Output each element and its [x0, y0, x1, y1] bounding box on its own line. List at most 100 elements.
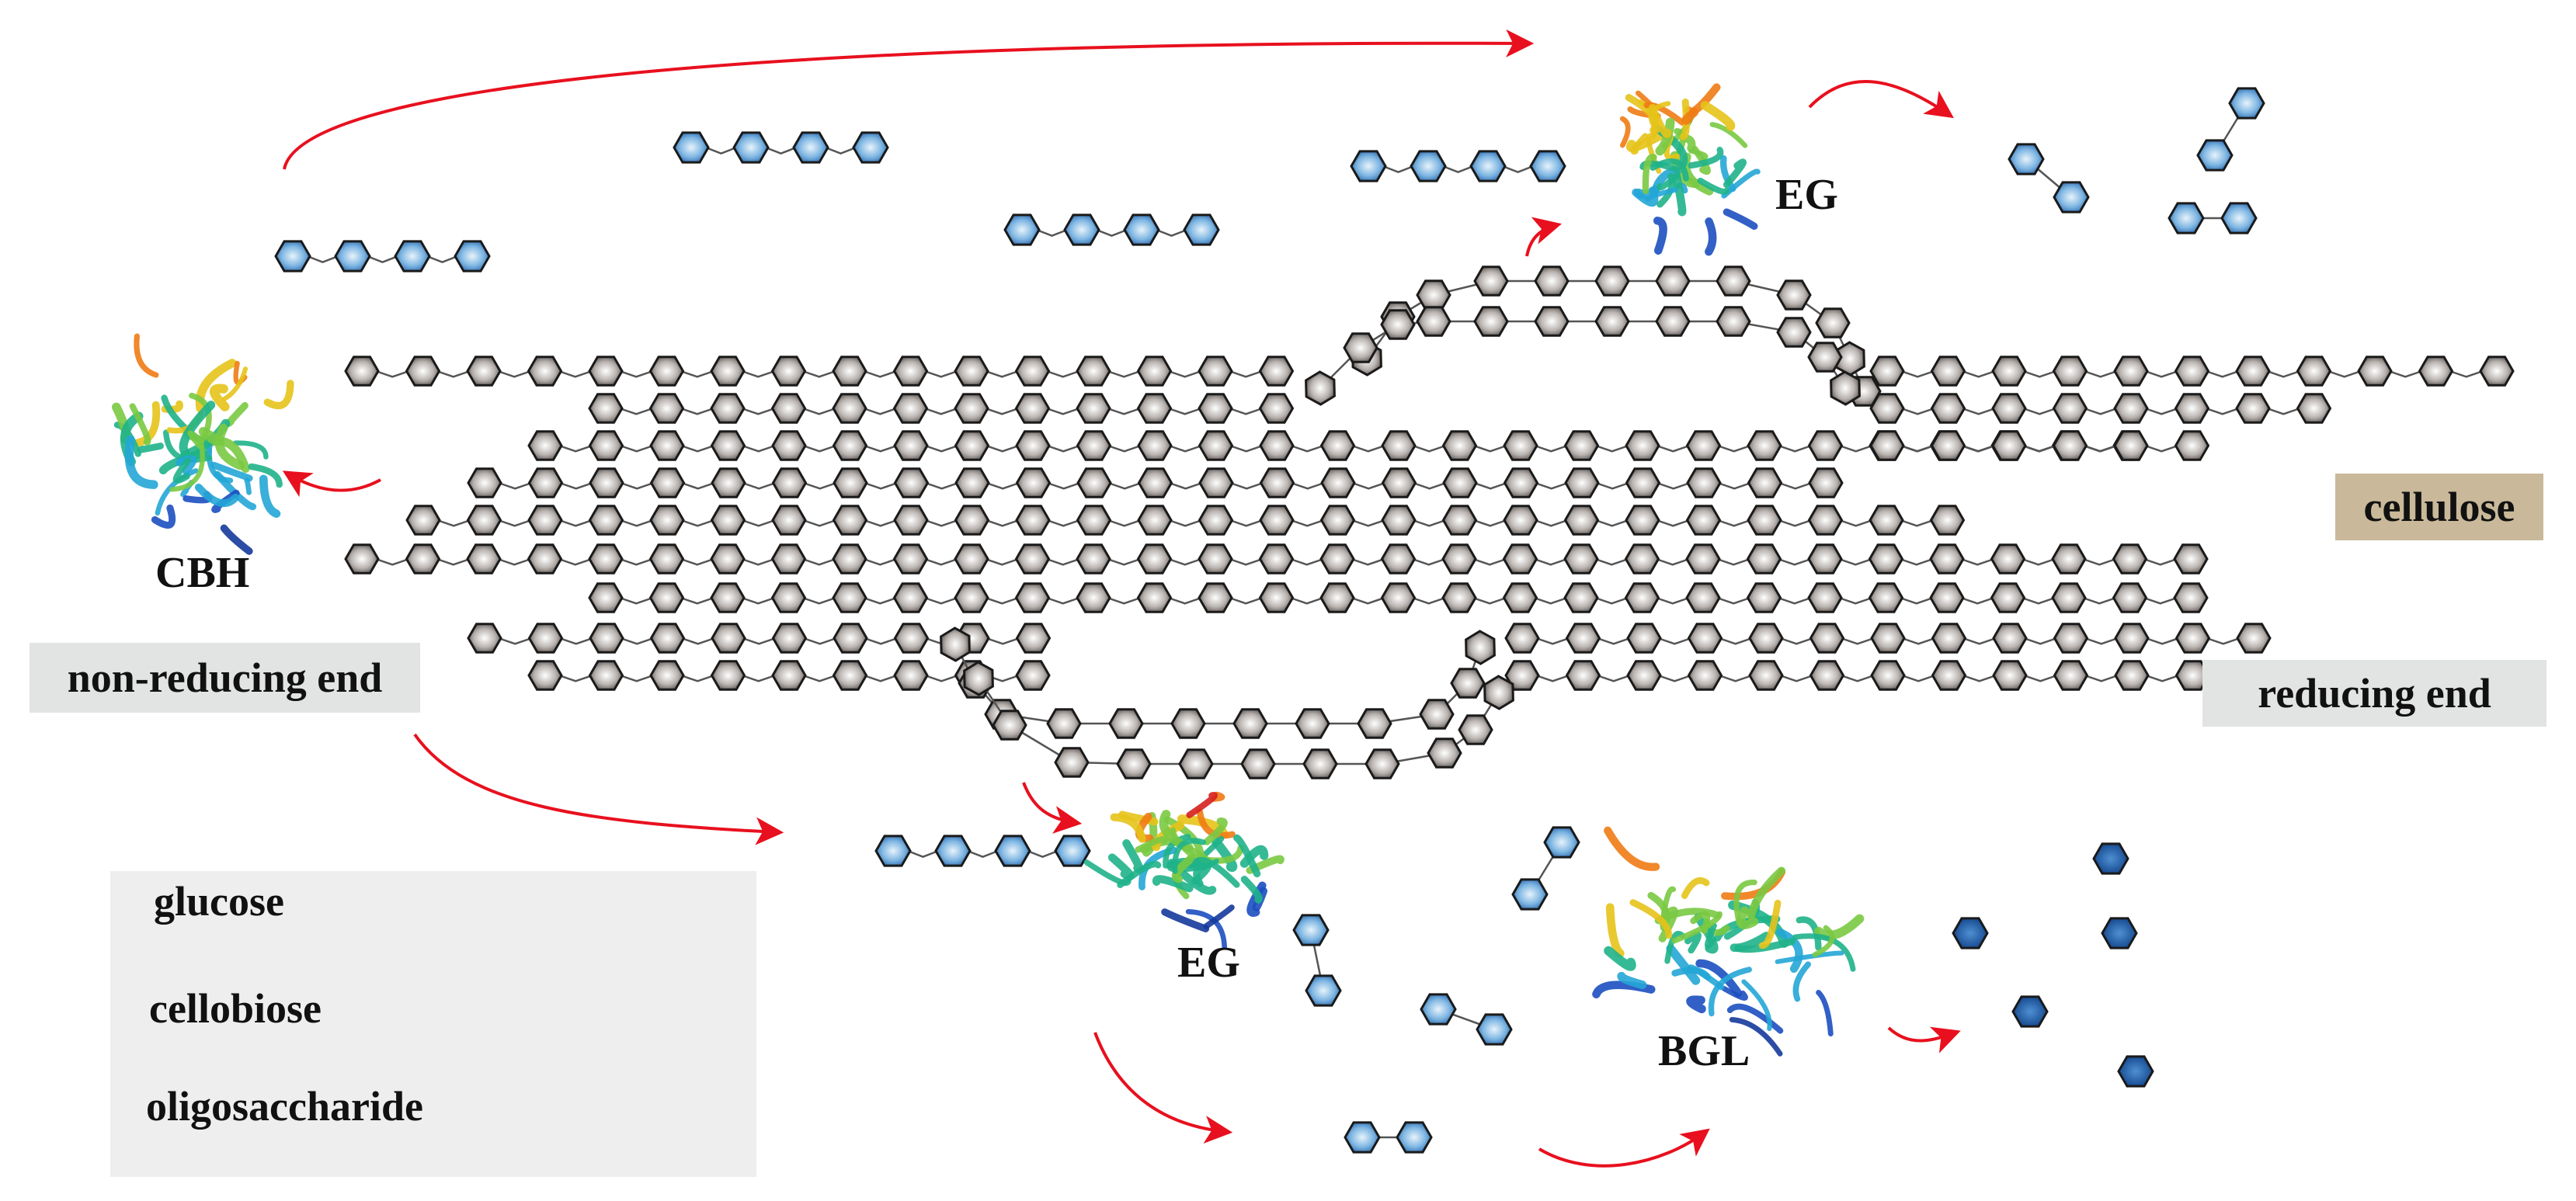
sugar-unit	[710, 582, 746, 613]
sugar-unit	[832, 430, 868, 461]
sugar-unit	[1014, 393, 1051, 424]
sugar-unit	[344, 543, 380, 574]
sugar-unit	[1747, 467, 1783, 498]
sugar-unit	[1137, 505, 1173, 536]
cellulose-chain-1	[588, 393, 1295, 424]
sugar-unit	[892, 393, 929, 424]
sugar-unit	[1809, 623, 1845, 654]
enzyme-structures	[112, 83, 1865, 1057]
sugar-unit	[710, 356, 746, 387]
eg-bottom-label: EG	[1177, 939, 1240, 987]
sugar-unit	[710, 430, 746, 461]
sugar-unit	[1625, 505, 1660, 536]
sugar-unit	[1991, 430, 2027, 461]
sugar-unit	[1295, 708, 1330, 739]
sugar-unit	[1465, 630, 1496, 665]
sugar-unit	[1815, 307, 1851, 338]
sugar-unit	[588, 356, 624, 387]
sugar-unit	[1807, 582, 1843, 613]
sugar-unit	[1003, 213, 1041, 246]
sugar-unit	[1746, 582, 1782, 613]
free-sugar-molecules	[274, 87, 2265, 1154]
sugar-unit	[648, 356, 685, 387]
sugar-unit	[1504, 623, 1540, 654]
sugar-unit	[2296, 393, 2332, 424]
sugar-unit	[1807, 342, 1843, 373]
sugar-unit	[1420, 993, 1457, 1026]
sugar-unit	[1776, 279, 1812, 311]
sugar-unit	[467, 467, 502, 498]
sugar-unit	[527, 356, 563, 387]
sugar-unit	[832, 660, 868, 691]
sugar-unit	[1410, 150, 1447, 182]
sugar-unit	[1381, 505, 1417, 536]
glucose-free-2	[1952, 917, 1989, 949]
cellobiose-bottom-1	[1511, 826, 1580, 911]
sugar-unit	[1441, 543, 1477, 574]
sugar-unit	[274, 240, 311, 272]
sugar-unit	[1992, 623, 2028, 654]
cellulose-fibril	[344, 266, 2515, 779]
cellulose-chain-right-3	[1869, 430, 2210, 461]
sugar-unit	[1292, 914, 1330, 946]
sugar-unit	[1563, 582, 1599, 613]
cellulose-chain-lower-right	[1504, 623, 2272, 654]
eg-top-label: EG	[1775, 171, 1838, 219]
sugar-unit	[648, 543, 685, 574]
sugar-unit	[1716, 306, 1751, 337]
sugar-unit	[1747, 505, 1782, 536]
sugar-unit	[1427, 738, 1462, 769]
sugar-unit	[1869, 430, 1905, 461]
sugar-unit	[527, 505, 563, 536]
oligosaccharide-free-2	[274, 240, 491, 272]
sugar-unit	[1458, 714, 1493, 745]
sugar-unit	[1686, 467, 1722, 498]
sugar-unit	[1014, 543, 1051, 574]
sugar-unit	[2173, 543, 2209, 574]
sugar-unit	[1441, 505, 1478, 536]
sugar-unit	[2174, 623, 2211, 654]
sugar-unit	[405, 505, 441, 536]
sugar-unit	[527, 623, 564, 654]
sugar-unit	[1076, 543, 1111, 574]
sugar-unit	[771, 660, 807, 691]
legend-glucose-label: glucose	[154, 878, 284, 925]
cbh-enzyme	[112, 333, 294, 555]
sugar-unit	[1504, 660, 1540, 691]
sugar-unit	[1807, 505, 1844, 536]
sugar-unit	[1655, 306, 1691, 337]
non-reducing-end-label: non-reducing end	[67, 654, 383, 701]
cellulose-label-box: cellulose	[2335, 474, 2543, 540]
sugar-unit	[1626, 660, 1662, 691]
sugar-unit	[2112, 582, 2148, 613]
sugar-unit	[1716, 266, 1751, 297]
sugar-unit	[1473, 266, 1509, 297]
sugar-unit	[893, 660, 929, 691]
sugar-unit	[1259, 430, 1295, 461]
sugar-unit	[2112, 543, 2148, 574]
sugar-unit	[1930, 356, 1966, 387]
sugar-unit	[1807, 430, 1844, 461]
cellobiose-bottom-3	[1420, 993, 1513, 1046]
sugar-unit	[1868, 582, 1904, 613]
sugar-unit	[832, 356, 867, 387]
sugar-unit	[1319, 582, 1355, 613]
arrow-eg-top-products	[1808, 80, 1954, 119]
cellobiose-top-2	[2196, 87, 2265, 172]
sugar-unit	[2174, 430, 2210, 461]
oligosaccharide-free-5	[874, 835, 1091, 867]
sugar-unit	[994, 835, 1031, 867]
sugar-unit	[1469, 150, 1507, 182]
arrow-to-bgl	[1538, 1128, 1710, 1168]
sugar-unit	[710, 543, 746, 574]
sugar-unit	[1511, 878, 1549, 911]
sugar-unit	[1625, 467, 1661, 498]
sugar-unit	[2168, 202, 2205, 234]
sugar-unit	[732, 131, 770, 164]
sugar-unit	[1396, 1121, 1433, 1154]
sugar-unit	[1258, 543, 1295, 574]
sugar-unit	[1076, 430, 1112, 461]
cellulose-chain-right-2	[1869, 393, 2332, 424]
sugar-unit	[1502, 543, 1538, 574]
sugar-unit	[1808, 467, 1844, 498]
